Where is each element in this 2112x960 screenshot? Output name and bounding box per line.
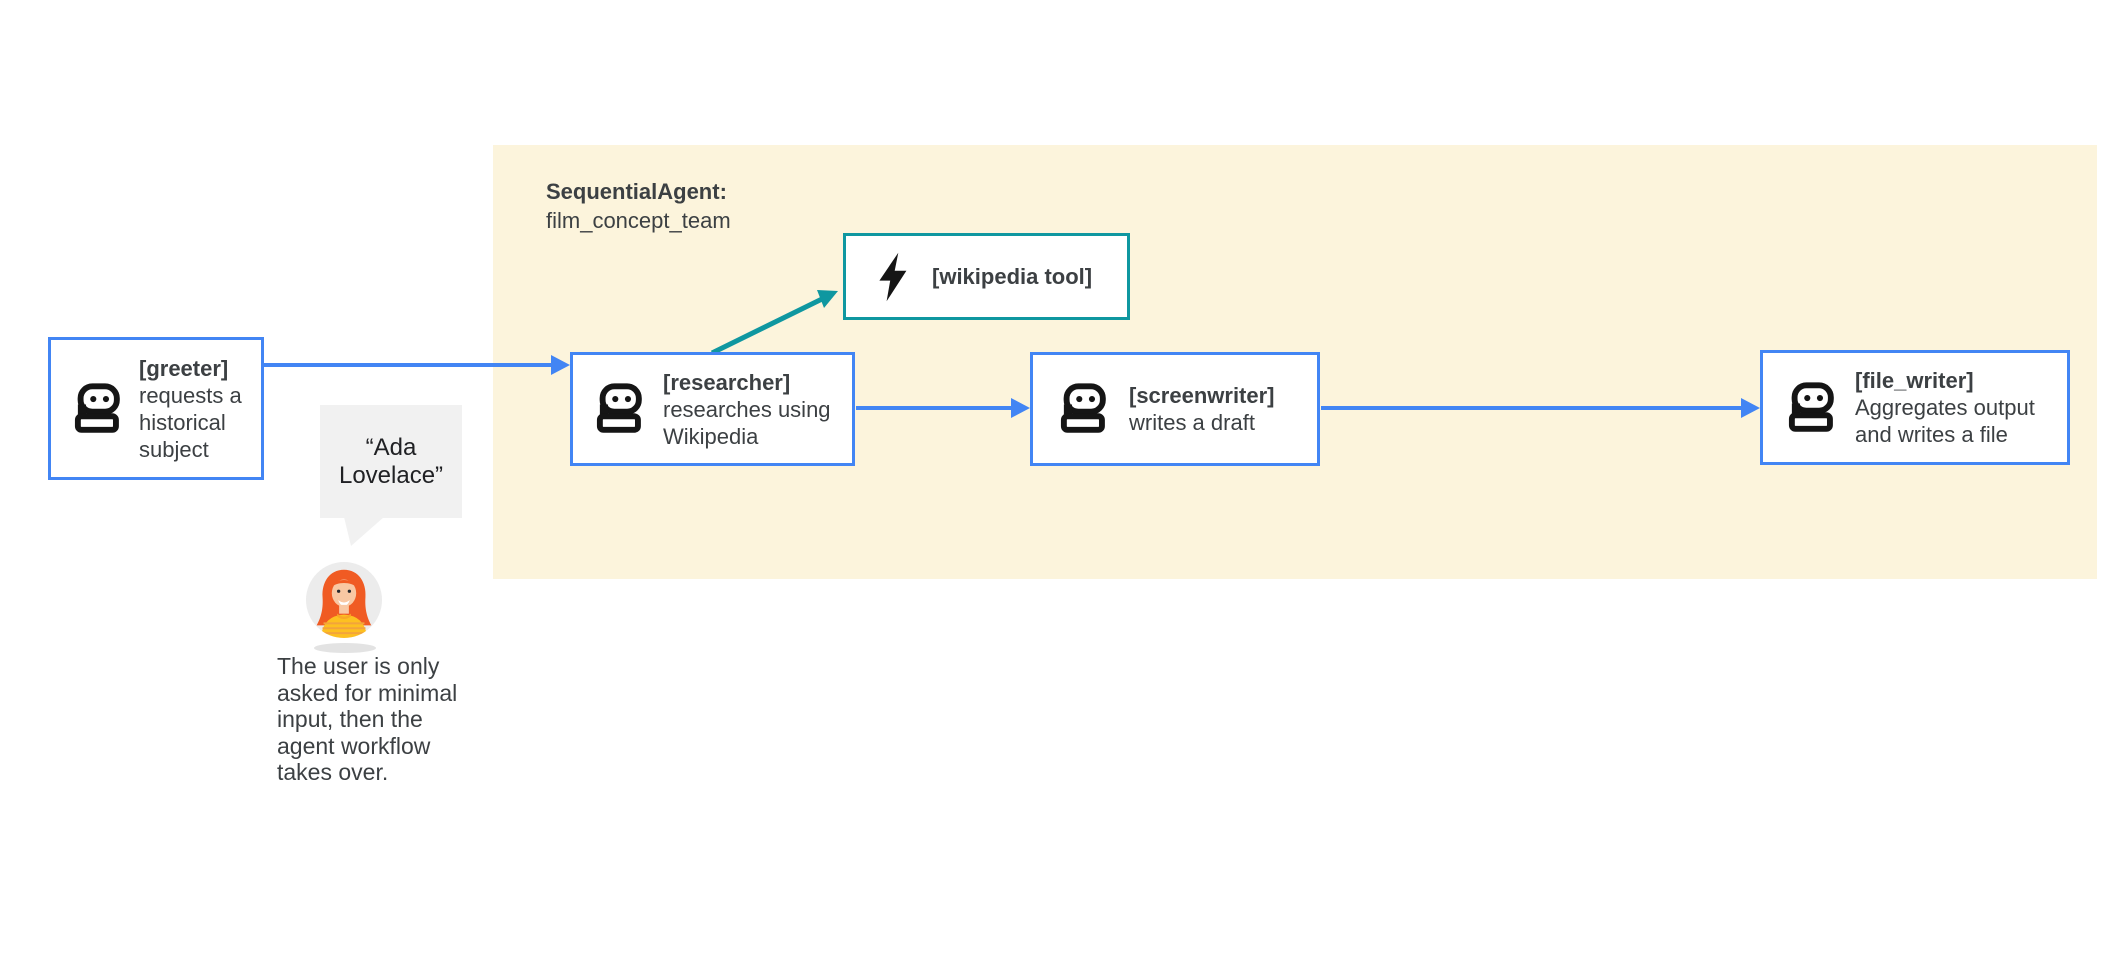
- node-screenwriter: [screenwriter] writes a draft: [1030, 352, 1320, 466]
- group-label-name: film_concept_team: [546, 208, 731, 233]
- node-researcher: [researcher] researches using Wikipedia: [570, 352, 855, 466]
- node-researcher-text: [researcher] researches using Wikipedia: [663, 369, 842, 450]
- user-avatar: [305, 561, 383, 639]
- robot-icon: [1781, 379, 1839, 437]
- node-wikipedia-title: [wikipedia tool]: [932, 264, 1093, 289]
- node-filewriter-desc: Aggregates output and writes a file: [1855, 395, 2035, 447]
- robot-icon: [1053, 380, 1111, 438]
- node-greeter-text: [greeter] requests a historical subject: [139, 355, 247, 463]
- node-greeter-title: [greeter]: [139, 355, 229, 381]
- group-label-title: SequentialAgent:: [546, 179, 727, 204]
- node-screenwriter-text: [screenwriter] writes a draft: [1129, 382, 1307, 436]
- node-screenwriter-title: [screenwriter]: [1129, 383, 1275, 408]
- node-wikipedia-tool: [wikipedia tool]: [843, 233, 1130, 320]
- node-researcher-title: [researcher]: [663, 369, 791, 395]
- node-greeter-desc: requests a historical subject: [139, 382, 242, 462]
- node-researcher-desc: researches using Wikipedia: [663, 396, 831, 449]
- user-speech-bubble: “Ada Lovelace”: [320, 405, 462, 546]
- user-caption: The user is only asked for minimal input…: [277, 653, 458, 785]
- lightning-icon: [874, 251, 910, 303]
- avatar-shadow: [314, 643, 376, 653]
- group-label: SequentialAgent: film_concept_team: [546, 177, 731, 235]
- node-wikipedia-text: [wikipedia tool]: [932, 263, 1092, 290]
- node-screenwriter-desc: writes a draft: [1129, 410, 1255, 435]
- robot-icon: [67, 380, 125, 438]
- node-filewriter-text: [file_writer] Aggregates output and writ…: [1855, 367, 2057, 448]
- speech-bubble-text: “Ada Lovelace”: [338, 433, 444, 489]
- node-greeter: [greeter] requests a historical subject: [48, 337, 264, 480]
- node-file-writer: [file_writer] Aggregates output and writ…: [1760, 350, 2070, 465]
- node-filewriter-title: [file_writer]: [1855, 368, 1974, 393]
- robot-icon: [589, 380, 647, 438]
